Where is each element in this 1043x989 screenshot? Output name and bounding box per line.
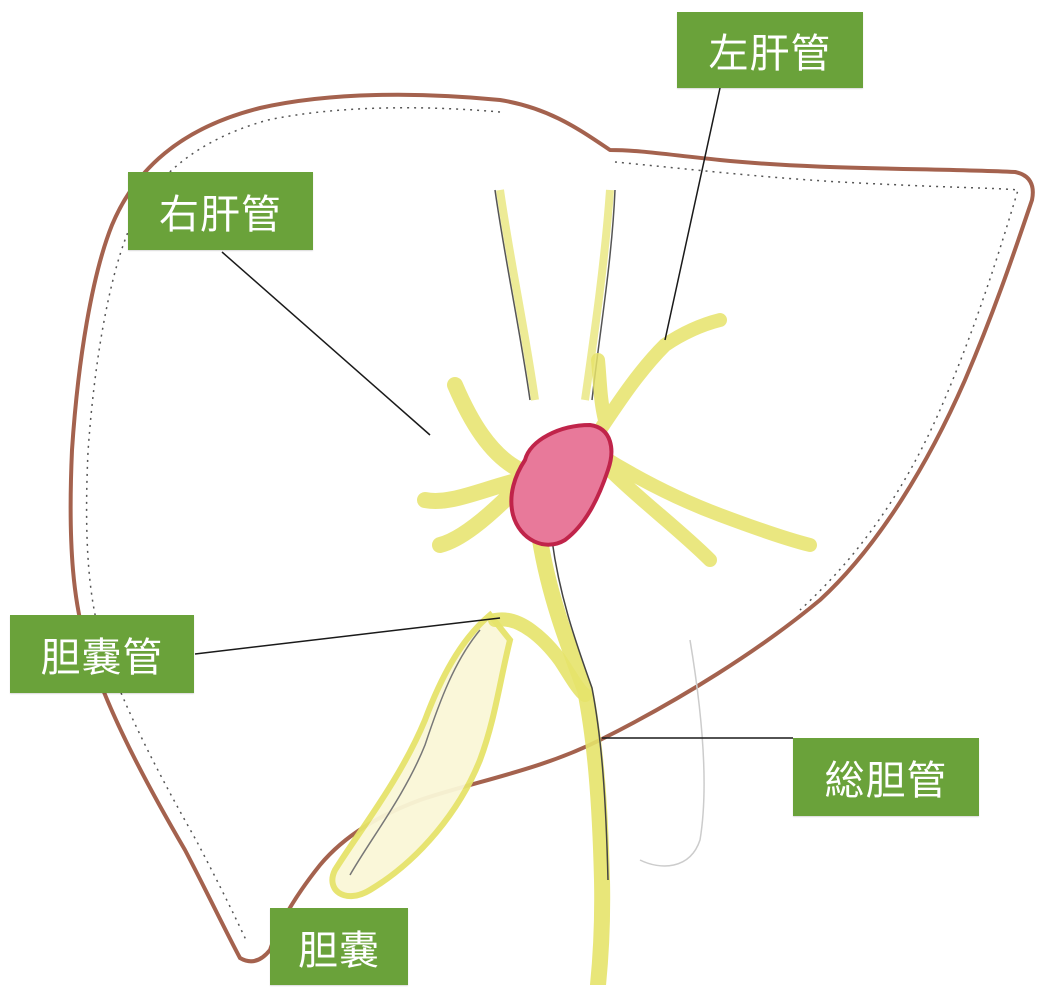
label-gallbladder: 胆嚢 xyxy=(270,908,408,985)
label-left-hepatic-duct: 左肝管 xyxy=(677,12,863,88)
label-right-hepatic-duct: 右肝管 xyxy=(128,172,313,250)
label-common-bile-duct: 総胆管 xyxy=(793,738,979,816)
label-cystic-duct: 胆嚢管 xyxy=(10,615,194,693)
